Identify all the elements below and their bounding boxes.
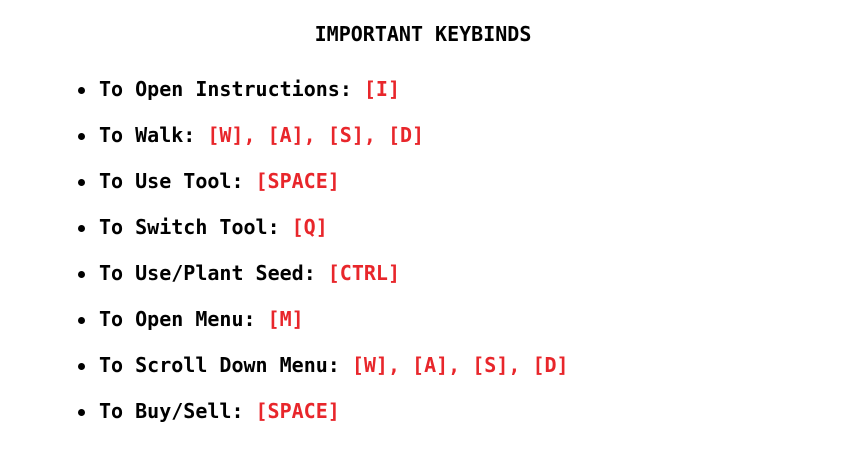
keybind-action-label: To Scroll Down Menu: — [99, 353, 340, 377]
keybind-use-plant-seed: To Use/Plant Seed: [CTRL] — [78, 250, 569, 296]
bullet-icon — [78, 362, 85, 370]
bullet-icon — [78, 132, 85, 140]
keybind-keys: [CTRL] — [327, 261, 400, 285]
keybind-keys: [W], [A], [S], [D] — [351, 353, 569, 377]
keybind-keys: [SPACE] — [255, 169, 340, 193]
bullet-icon — [78, 86, 85, 94]
keybind-action-label: To Switch Tool: — [99, 215, 280, 239]
keybind-action-label: To Use Tool: — [99, 169, 244, 193]
keybind-use-tool: To Use Tool: [SPACE] — [78, 158, 569, 204]
bullet-icon — [78, 316, 85, 324]
keybind-action-label: To Use/Plant Seed: — [99, 261, 316, 285]
keybind-list: To Open Instructions: [I] To Walk: [W], … — [78, 66, 569, 434]
keybind-action-label: To Open Menu: — [99, 307, 256, 331]
keybind-walk: To Walk: [W], [A], [S], [D] — [78, 112, 569, 158]
keybind-open-menu: To Open Menu: [M] — [78, 296, 569, 342]
keybind-buy-sell: To Buy/Sell: [SPACE] — [78, 388, 569, 434]
bullet-icon — [78, 408, 85, 416]
keybind-switch-tool: To Switch Tool: [Q] — [78, 204, 569, 250]
keybind-action-label: To Buy/Sell: — [99, 399, 244, 423]
keybind-scroll-down-menu: To Scroll Down Menu: [W], [A], [S], [D] — [78, 342, 569, 388]
keybind-action-label: To Open Instructions: — [99, 77, 352, 101]
page-title: IMPORTANT KEYBINDS — [314, 22, 532, 46]
bullet-icon — [78, 270, 85, 278]
keybind-keys: [I] — [363, 77, 400, 101]
keybind-keys: [SPACE] — [255, 399, 340, 423]
bullet-icon — [78, 224, 85, 232]
bullet-icon — [78, 178, 85, 186]
keybind-action-label: To Walk: — [99, 123, 196, 147]
keybind-keys: [Q] — [291, 215, 328, 239]
keybind-open-instructions: To Open Instructions: [I] — [78, 66, 569, 112]
keybind-keys: [W], [A], [S], [D] — [207, 123, 425, 147]
keybind-keys: [M] — [267, 307, 304, 331]
